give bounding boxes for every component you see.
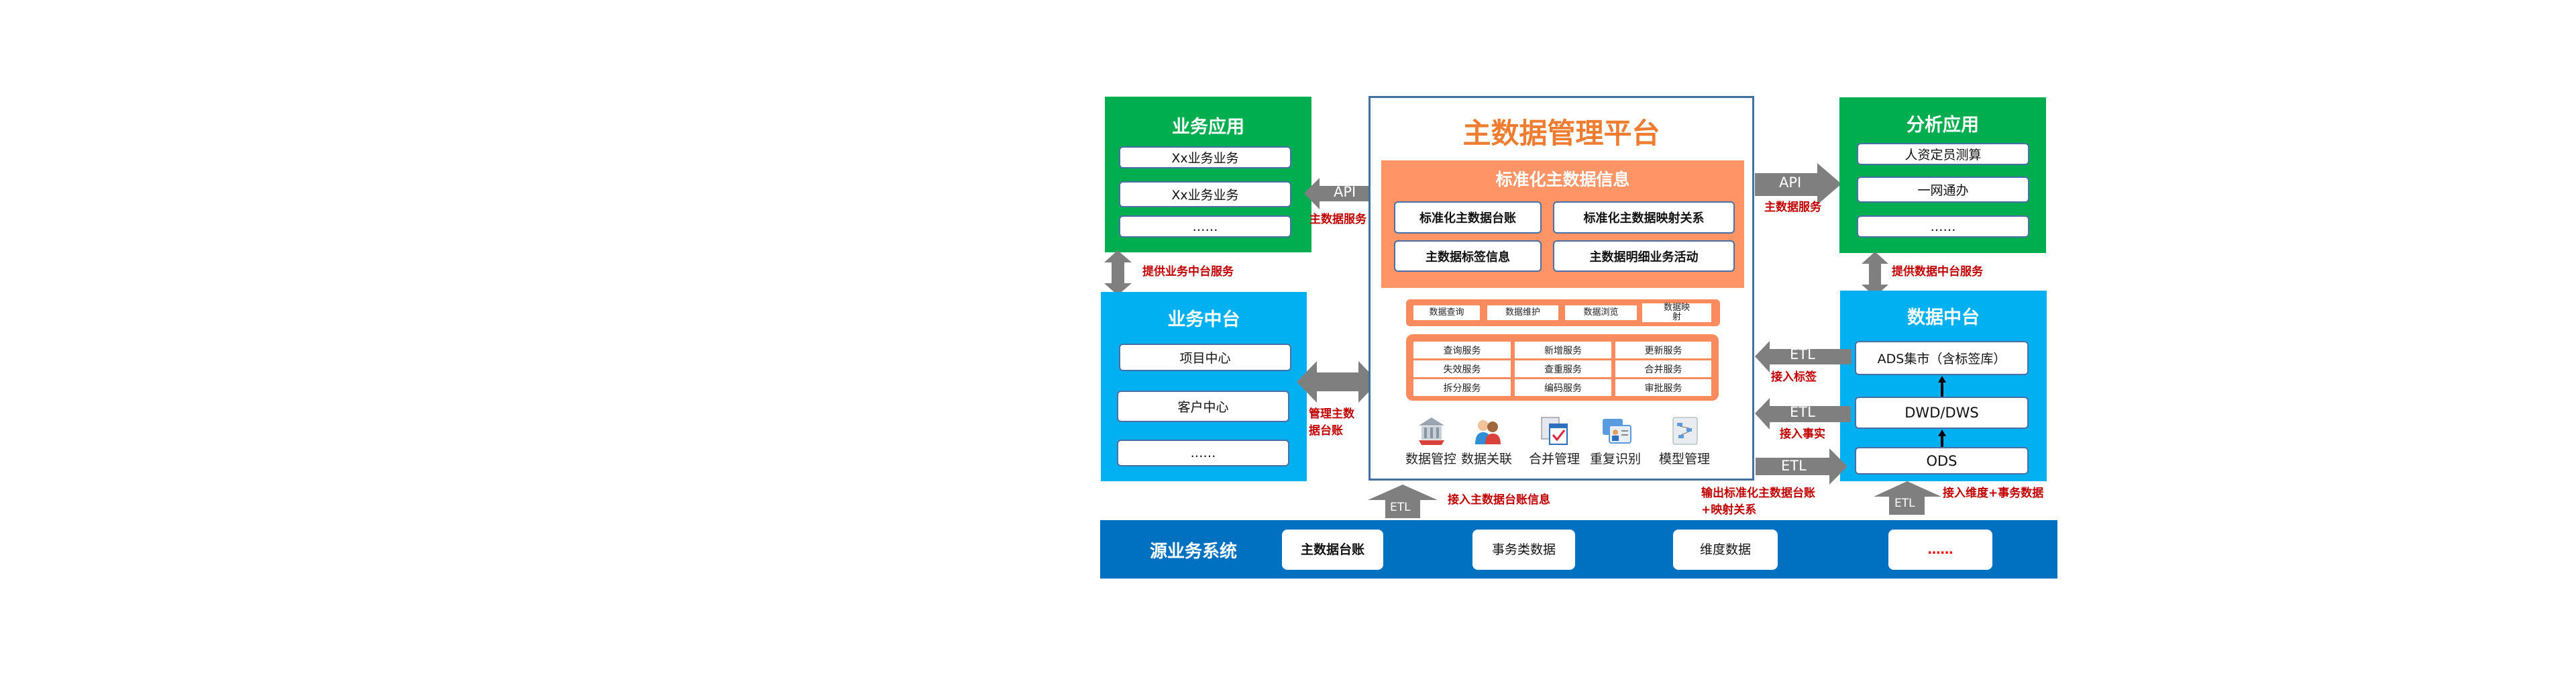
data-layer-dwd-dws[interactable]: DWD/DWS xyxy=(1855,397,2029,429)
function-item[interactable]: 数据查询 xyxy=(1413,305,1480,320)
data-layer-ods[interactable]: ODS xyxy=(1855,447,2029,475)
source-item-master[interactable]: 主数据台账 xyxy=(1282,530,1383,570)
id-cards-icon xyxy=(1603,419,1631,444)
etl-output-tag: ETL xyxy=(1781,458,1807,474)
etl-tags-tag: ETL xyxy=(1790,346,1815,362)
module-merge-management[interactable]: 合并管理 xyxy=(1524,415,1585,468)
service-item[interactable]: 查重服务 xyxy=(1515,360,1611,377)
platform-panel: 主数据管理平台 标准化主数据信息 标准化主数据台账 标准化主数据映射关系 主数据… xyxy=(1368,96,1754,481)
info-item[interactable]: 主数据标签信息 xyxy=(1394,240,1542,272)
module-data-link[interactable]: 数据关联 xyxy=(1456,415,1517,468)
services-grid: 查询服务 新增服务 更新服务 失效服务 查重服务 合并服务 拆分服务 编码服务 … xyxy=(1413,342,1711,397)
analysis-app-item[interactable]: …… xyxy=(1857,215,2029,238)
function-item[interactable]: 数据维护 xyxy=(1487,305,1558,320)
service-item[interactable]: 审批服务 xyxy=(1615,379,1711,396)
source-item-transaction[interactable]: 事务类数据 xyxy=(1472,530,1575,570)
business-mid-panel: 业务中台 项目中心 客户中心 …… xyxy=(1101,292,1307,481)
module-label: 模型管理 xyxy=(1658,452,1710,466)
module-label: 数据关联 xyxy=(1460,452,1512,466)
api-arrow-left xyxy=(1304,178,1380,209)
model-diagram-icon xyxy=(1672,417,1698,445)
analysis-apps-title: 分析应用 xyxy=(1907,114,1979,136)
business-app-item[interactable]: Xx业务业务 xyxy=(1119,181,1291,207)
function-item[interactable]: 数据映射 xyxy=(1642,303,1711,322)
double-arrow-vertical-left xyxy=(1104,250,1132,295)
calendar-check-icon xyxy=(1541,417,1568,445)
source-title: 源业务系统 xyxy=(1149,541,1237,562)
service-item[interactable]: 新增服务 xyxy=(1515,342,1611,358)
info-item[interactable]: 标准化主数据映射关系 xyxy=(1553,201,1735,234)
etl-arrow-output xyxy=(1756,448,1847,485)
etl-dimensions-tag: ETL xyxy=(1894,497,1915,510)
manage-label: 管理主数据台账 xyxy=(1309,407,1354,438)
function-item[interactable]: 数据浏览 xyxy=(1565,305,1637,320)
business-mid-item[interactable]: …… xyxy=(1117,440,1289,466)
api-right-label: 主数据服务 xyxy=(1764,201,1821,214)
service-item[interactable]: 失效服务 xyxy=(1413,360,1511,377)
business-apps-panel: 业务应用 Xx业务业务 Xx业务业务 …… xyxy=(1105,97,1311,252)
bank-icon xyxy=(1419,417,1444,445)
business-mid-item[interactable]: 客户中心 xyxy=(1117,391,1289,422)
services-panel: 查询服务 新增服务 更新服务 失效服务 查重服务 合并服务 拆分服务 编码服务 … xyxy=(1406,334,1719,401)
service-item[interactable]: 更新服务 xyxy=(1615,342,1711,358)
api-left-tag: API xyxy=(1334,184,1356,200)
double-arrow-vertical-right xyxy=(1862,252,1888,297)
module-duplicate-detection[interactable]: 重复识别 xyxy=(1585,415,1646,468)
etl-arrow-tags xyxy=(1755,341,1851,372)
info-item[interactable]: 主数据明细业务活动 xyxy=(1553,240,1735,272)
functions-panel: 数据查询 数据维护 数据浏览 数据映射 xyxy=(1406,299,1720,326)
module-label: 数据管控 xyxy=(1405,452,1456,466)
service-item[interactable]: 合并服务 xyxy=(1615,360,1711,377)
info-panel: 标准化主数据信息 标准化主数据台账 标准化主数据映射关系 主数据标签信息 主数据… xyxy=(1381,160,1744,288)
business-mid-item[interactable]: 项目中心 xyxy=(1119,344,1291,371)
analysis-app-item[interactable]: 人资定员测算 xyxy=(1857,143,2029,165)
source-item-more[interactable]: …… xyxy=(1888,530,1992,570)
etl-master-in-tag: ETL xyxy=(1390,501,1411,514)
business-mid-service-label: 提供业务中台服务 xyxy=(1142,265,1234,279)
etl-arrow-master-in xyxy=(1368,485,1438,518)
data-mid-panel: 数据中台 ADS集市（含标签库） DWD/DWS ODS xyxy=(1840,291,2047,481)
data-mid-title: 数据中台 xyxy=(1907,307,1980,328)
module-data-control[interactable]: 数据管控 xyxy=(1401,415,1461,468)
info-item[interactable]: 标准化主数据台账 xyxy=(1394,201,1542,234)
source-item-dimension[interactable]: 维度数据 xyxy=(1673,530,1778,570)
business-app-item[interactable]: …… xyxy=(1119,215,1291,238)
module-label: 重复识别 xyxy=(1589,452,1641,466)
source-systems-bar: 源业务系统 主数据台账 事务类数据 维度数据 …… xyxy=(1100,520,2057,579)
etl-facts-tag: ETL xyxy=(1790,404,1815,420)
api-arrow-right xyxy=(1755,163,1841,205)
analysis-apps-panel: 分析应用 人资定员测算 一网通办 …… xyxy=(1839,97,2046,253)
info-title: 标准化主数据信息 xyxy=(1495,170,1630,189)
module-label: 合并管理 xyxy=(1528,452,1580,466)
data-mid-service-label: 提供数据中台服务 xyxy=(1892,265,1983,279)
up-arrow-icon xyxy=(1938,376,1946,397)
service-item[interactable]: 编码服务 xyxy=(1515,379,1611,396)
etl-output-label: 输出标准化主数据台账+映射关系 xyxy=(1701,487,1815,517)
business-apps-title: 业务应用 xyxy=(1172,116,1244,138)
business-app-item[interactable]: Xx业务业务 xyxy=(1119,146,1291,168)
etl-facts-label: 接入事实 xyxy=(1780,428,1825,441)
api-left-label: 主数据服务 xyxy=(1309,213,1366,226)
users-icon xyxy=(1475,420,1501,444)
business-mid-title: 业务中台 xyxy=(1167,309,1240,330)
data-layer-ads[interactable]: ADS集市（含标签库） xyxy=(1855,341,2029,375)
etl-master-in-label: 接入主数据台账信息 xyxy=(1448,493,1550,507)
module-model-management[interactable]: 模型管理 xyxy=(1654,415,1715,468)
etl-arrow-facts xyxy=(1755,398,1851,430)
etl-tags-label: 接入标签 xyxy=(1771,370,1817,384)
up-arrow-icon xyxy=(1938,430,1946,447)
double-arrow-horizontal xyxy=(1297,361,1379,403)
api-right-tag: API xyxy=(1779,174,1802,191)
analysis-app-item[interactable]: 一网通办 xyxy=(1857,177,2029,203)
platform-title: 主数据管理平台 xyxy=(1462,116,1660,150)
etl-arrow-dimensions xyxy=(1874,481,1941,515)
etl-dimensions-label: 接入维度+事务数据 xyxy=(1943,487,2044,500)
service-item[interactable]: 拆分服务 xyxy=(1413,379,1511,396)
service-item[interactable]: 查询服务 xyxy=(1413,342,1511,358)
